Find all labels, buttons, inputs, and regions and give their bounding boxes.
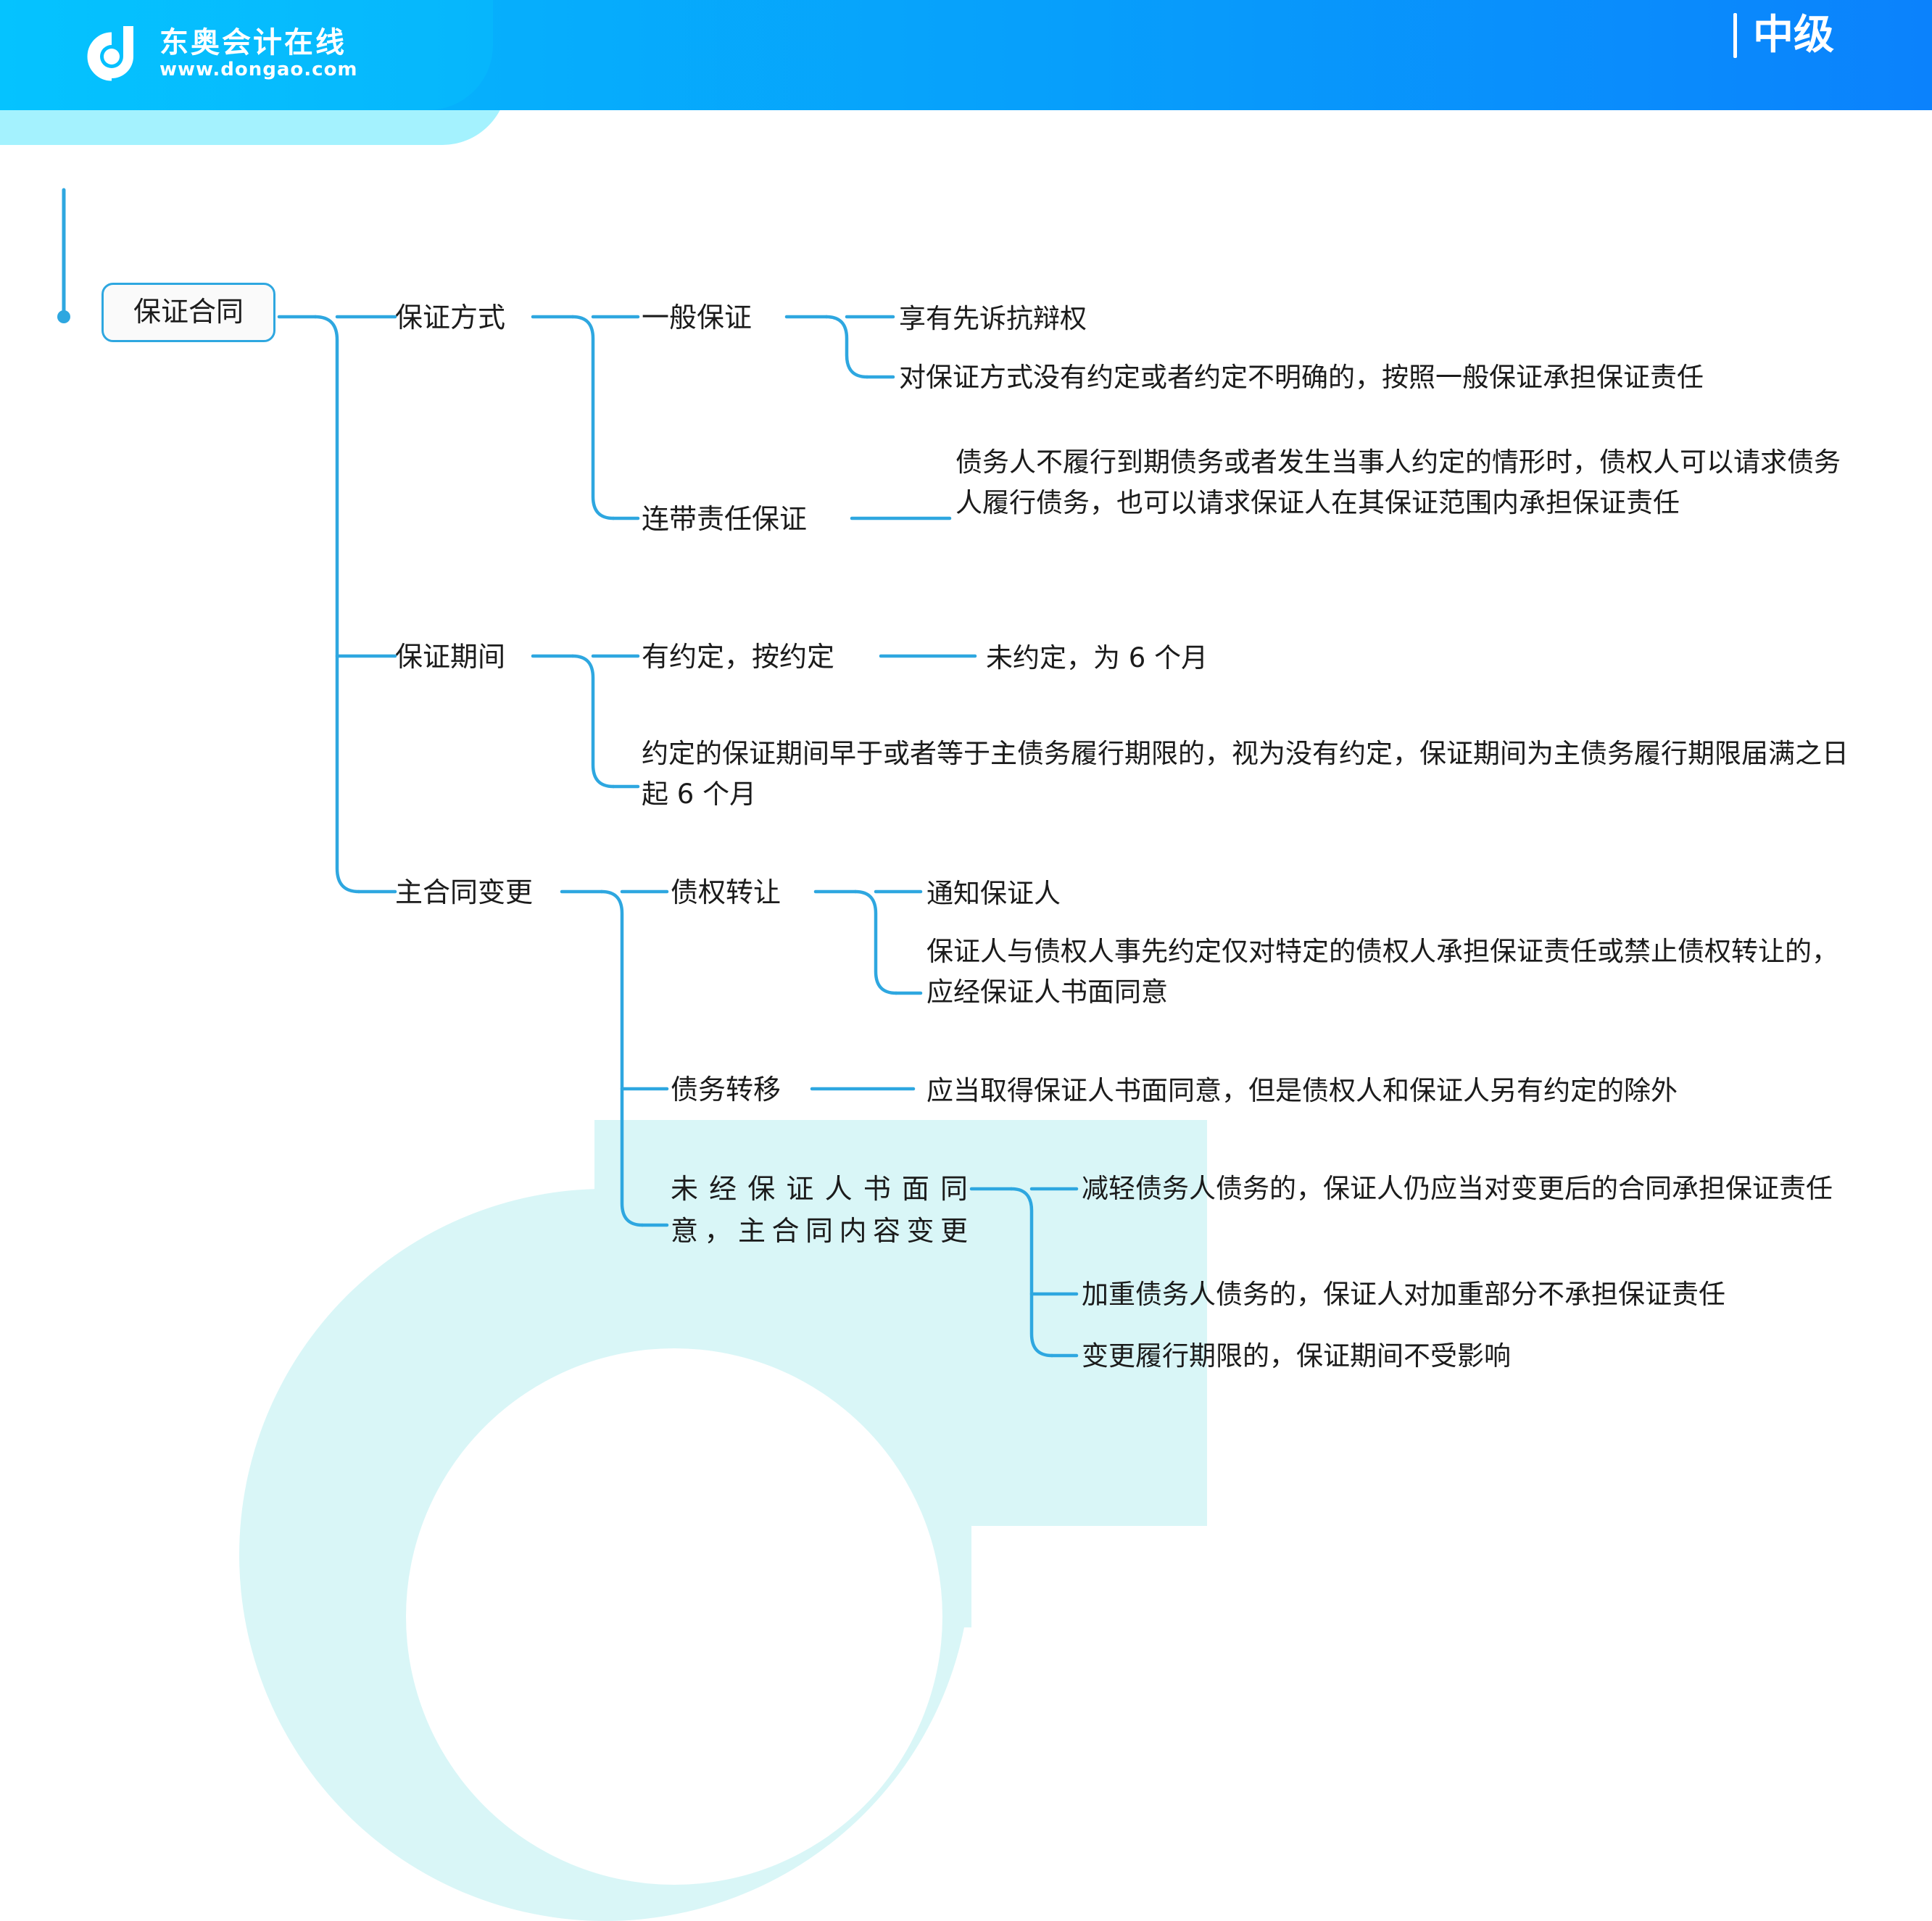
leaf-weiyueding-6months[interactable]: 未约定，为 6 个月 bbox=[986, 638, 1421, 679]
branch-baozhengqijian[interactable]: 保证期间 bbox=[395, 636, 540, 679]
leaf-label: 变更履行期限的，保证期间不受影响 bbox=[1082, 1340, 1511, 1372]
node-liandaizerenbaozheng[interactable]: 连带责任保证 bbox=[642, 499, 852, 541]
leaf-yueding-qijian-rule[interactable]: 约定的保证期间早于或者等于主债务履行期限的，视为没有约定，保证期间为主债务履行期… bbox=[642, 734, 1860, 815]
leaf-label: 应当取得保证人书面同意，但是债权人和保证人另有约定的除外 bbox=[926, 1075, 1678, 1106]
node-label-line2: 意，主合同内容变更 bbox=[671, 1214, 968, 1247]
header-level-group: 中级 bbox=[1733, 13, 1834, 58]
node-zhaiwuzhuanyi[interactable]: 债务转移 bbox=[671, 1069, 823, 1111]
brand-url: www.dongao.com bbox=[159, 59, 358, 80]
leaf-label: 约定的保证期间早于或者等于主债务履行期限的，视为没有约定，保证期间为主债务履行期… bbox=[642, 738, 1849, 810]
root-label: 保证合同 bbox=[133, 296, 244, 328]
leaf-label: 享有先诉抗辩权 bbox=[899, 303, 1087, 334]
leaf-label: 通知保证人 bbox=[926, 878, 1061, 909]
leaf-tongzhibaozhengren[interactable]: 通知保证人 bbox=[926, 874, 1361, 914]
node-label: 债务转移 bbox=[671, 1074, 781, 1105]
leaf-label: 加重债务人债务的，保证人对加重部分不承担保证责任 bbox=[1082, 1279, 1725, 1310]
brand-logo[interactable]: 东奥会计在线 www.dongao.com bbox=[80, 23, 358, 84]
node-label-line1: 未经保证人书面同 bbox=[671, 1173, 968, 1205]
leaf-zhaiwuzhuanyi-detail[interactable]: 应当取得保证人书面同意，但是债权人和保证人另有约定的除外 bbox=[926, 1071, 1862, 1111]
branch-label: 保证方式 bbox=[395, 302, 506, 333]
leaf-label: 未约定，为 6 个月 bbox=[986, 642, 1208, 673]
leaf-jianqing-zhaiwu[interactable]: 减轻债务人债务的，保证人仍应当对变更后的合同承担保证责任 bbox=[1082, 1169, 1865, 1209]
node-weijing-shumiantongyi[interactable]: 未经保证人书面同 意，主合同内容变更 bbox=[671, 1169, 968, 1253]
node-label: 有约定，按约定 bbox=[642, 641, 835, 673]
node-youyueding[interactable]: 有约定，按约定 bbox=[642, 636, 874, 679]
leaf-label: 保证人与债权人事先约定仅对特定的债权人承担保证责任或禁止债权转让的，应经保证人书… bbox=[926, 936, 1838, 1008]
mindmap-root-node[interactable]: 保证合同 bbox=[101, 283, 275, 342]
node-label: 一般保证 bbox=[642, 302, 753, 333]
background-circle-white bbox=[406, 1348, 942, 1885]
leaf-biangeng-lvxingqixian[interactable]: 变更履行期限的，保证期间不受影响 bbox=[1082, 1336, 1865, 1377]
leaf-liandai-detail[interactable]: 债务人不履行到期债务或者发生当事人约定的情形时，债权人可以请求债务人履行债务，也… bbox=[955, 442, 1862, 523]
leaf-xianfukangbianquan[interactable]: 享有先诉抗辩权 bbox=[899, 299, 1479, 339]
node-yibanbaozheng[interactable]: 一般保证 bbox=[642, 297, 794, 339]
leaf-label: 减轻债务人债务的，保证人仍应当对变更后的合同承担保证责任 bbox=[1082, 1173, 1833, 1204]
leaf-jiazhong-zhaiwu[interactable]: 加重债务人债务的，保证人对加重部分不承担保证责任 bbox=[1082, 1274, 1865, 1315]
leaf-wuyueding-yibanbaozheng[interactable]: 对保证方式没有约定或者约定不明确的，按照一般保证承担保证责任 bbox=[899, 357, 1863, 398]
node-label: 债权转让 bbox=[671, 876, 781, 908]
branch-label: 主合同变更 bbox=[395, 876, 534, 908]
leaf-label: 对保证方式没有约定或者约定不明确的，按照一般保证承担保证责任 bbox=[899, 362, 1704, 393]
node-zhaiquanzhuanrang[interactable]: 债权转让 bbox=[671, 872, 823, 914]
brand-name-cn: 东奥会计在线 bbox=[159, 26, 347, 59]
dongao-d-logo-icon bbox=[80, 23, 141, 84]
leaf-zhuanrang-shumiantongyi[interactable]: 保证人与债权人事先约定仅对特定的债权人承担保证责任或禁止债权转让的，应经保证人书… bbox=[926, 932, 1862, 1013]
header-divider bbox=[1733, 13, 1737, 58]
branch-zhuhetongbiangeng[interactable]: 主合同变更 bbox=[395, 872, 569, 914]
branch-baozhengfangshi[interactable]: 保证方式 bbox=[395, 297, 540, 339]
header-level-label: 中级 bbox=[1753, 12, 1834, 59]
node-label: 连带责任保证 bbox=[642, 503, 808, 535]
app-header: 东奥会计在线 www.dongao.com 中级 bbox=[0, 0, 1932, 110]
branch-label: 保证期间 bbox=[395, 641, 506, 673]
leaf-label: 债务人不履行到期债务或者发生当事人约定的情形时，债权人可以请求债务人履行债务，也… bbox=[955, 447, 1841, 519]
